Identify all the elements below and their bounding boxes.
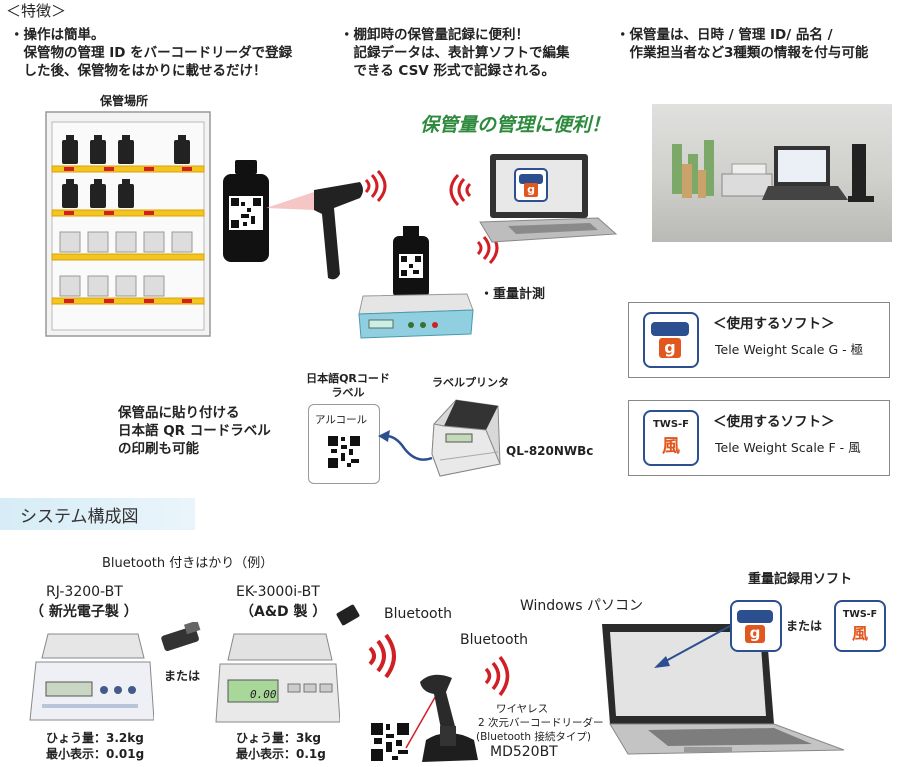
wireless-signal-icon (449, 174, 472, 206)
label-note: 保管品に貼り付ける 日本語 QR コードラベル の印刷も可能 (118, 404, 271, 458)
app-icon-label: TWS-F (652, 419, 690, 430)
scale1-maker: （ 新光電子製 ） (30, 604, 138, 620)
weighing-label: ・重量計測 (480, 287, 546, 302)
wireless-signal-icon (368, 634, 396, 678)
feature-col-1: ・操作は簡単。 保管物の管理 ID をバーコードリーダで登録 した後、保管物をは… (10, 26, 292, 80)
qr-code-icon (327, 435, 361, 469)
printer-model: QL-820NWBc (506, 444, 594, 458)
feature-text: した後、保管物をはかりに載せるだけ！ (10, 63, 267, 79)
caption-line: ラベル (331, 386, 365, 399)
wireless-signal-icon (484, 656, 510, 696)
software-heading: ＜使用するソフト＞ (713, 316, 835, 332)
feature-text: 記録データは、表計算ソフトで編集 (340, 45, 570, 61)
storage-label: 保管場所 (100, 94, 149, 108)
reader-desc-2: 2 次元バーコードリーダー (478, 717, 604, 729)
bluetooth-label-2: Bluetooth (460, 632, 528, 648)
scale-display: 0.00 (250, 688, 277, 701)
storage-shelf-illustration (45, 111, 211, 337)
app-icon-letter: g (659, 338, 681, 358)
scale-with-bottle-illustration (358, 226, 474, 339)
system-title: システム構成図 (20, 507, 139, 527)
record-soft-label: 重量記録用ソフト (748, 572, 853, 587)
software-box-g: g ＜使用するソフト＞ Tele Weight Scale G - 極 (628, 302, 890, 378)
tws-g-app-icon: g (643, 312, 699, 368)
app-icon-label: TWS-F (842, 609, 878, 620)
tws-g-app-icon: g (730, 600, 782, 652)
scale-rj-illustration (29, 633, 154, 721)
feature-col-3: ・保管量は、日時 / 管理 ID/ 品名 / 作業担当者など3種類の情報を付与可… (616, 26, 868, 62)
feature-text: ・棚卸時の保管量記録に便利！ (340, 27, 529, 43)
alcohol-label: アルコール (315, 414, 368, 426)
note-line: の印刷も可能 (118, 441, 199, 457)
software-name: Tele Weight Scale F - 風 (715, 440, 861, 455)
wireless-signal-icon (364, 170, 387, 202)
feature-col-2: ・棚卸時の保管量記録に便利！ 記録データは、表計算ソフトで編集 できる CSV … (340, 26, 570, 80)
caption-line: 日本語QRコード (306, 372, 390, 385)
scale1-capacity: ひょう量：3.2kg (46, 731, 144, 745)
printer-caption: ラベルプリンタ (432, 376, 509, 389)
tws-g-app-icon: g (514, 168, 548, 202)
scale1-model: RJ-3200-BT (46, 584, 123, 600)
app-icon-kanji: 風 (851, 624, 868, 643)
qr-label-caption: 日本語QRコード ラベル (298, 372, 398, 400)
windows-label: Windows パソコン (520, 598, 643, 614)
bluetooth-label-1: Bluetooth (384, 606, 452, 622)
reader-desc-3: (Bluetooth 接続タイプ) (476, 731, 592, 743)
qr-bottle-illustration (223, 160, 269, 262)
or-text: または (164, 669, 201, 683)
feature-text: ・操作は簡単。 (10, 27, 105, 43)
bt-scale-caption: Bluetooth 付きはかり（例） (102, 556, 274, 571)
barcode-reader-illustration (266, 182, 363, 280)
setup-photo (652, 104, 892, 242)
software-box-f: TWS-F 風 ＜使用するソフト＞ Tele Weight Scale F - … (628, 400, 890, 476)
wireless-reader-illustration (420, 674, 478, 762)
tws-f-app-icon: TWS-F 風 (834, 600, 886, 652)
system-title-band (0, 498, 195, 530)
slogan: 保管量の管理に便利！ (420, 114, 611, 136)
scale2-maker: （A&D 製 ） (240, 604, 327, 620)
note-line: 保管品に貼り付ける (118, 405, 240, 421)
feature-text: 作業担当者など3種類の情報を付与可能 (616, 45, 869, 61)
arrow-icon (378, 430, 433, 461)
feature-text: できる CSV 形式で記録される。 (340, 63, 555, 79)
feature-text: 保管物の管理 ID をバーコードリーダで登録 (10, 45, 293, 61)
feature-text: ・保管量は、日時 / 管理 ID/ 品名 / (616, 27, 833, 43)
bt-adapter-illustration (161, 622, 201, 652)
red-beam (405, 691, 439, 749)
qr-code-icon (370, 722, 410, 762)
features-heading: ＜特徴＞ (6, 2, 67, 20)
software-name: Tele Weight Scale G - 極 (715, 342, 864, 357)
tws-f-app-icon: TWS-F 風 (643, 410, 699, 466)
arrow-icon (654, 625, 731, 668)
laptop-illustration (479, 154, 618, 243)
scale2-capacity: ひょう量：3kg (236, 731, 321, 745)
scale2-min: 最小表示：0.1g (236, 747, 326, 761)
software-heading: ＜使用するソフト＞ (713, 414, 835, 430)
scale2-model: EK-3000i-BT (236, 584, 320, 600)
label-printer-illustration (431, 399, 501, 477)
app-icon-letter: g (524, 183, 538, 197)
app-icon-kanji: 風 (662, 436, 680, 457)
bt-adapter-illustration (336, 604, 360, 626)
reader-desc-1: ワイヤレス (496, 703, 549, 715)
note-line: 日本語 QR コードラベル (118, 423, 271, 439)
reader-model: MD520BT (490, 744, 558, 760)
app-icon-letter: g (745, 625, 765, 643)
or-text: または (786, 619, 823, 633)
scale-ek-illustration (215, 633, 340, 723)
qr-label-card: アルコール (308, 404, 380, 484)
scale1-min: 最小表示：0.01g (46, 747, 145, 761)
